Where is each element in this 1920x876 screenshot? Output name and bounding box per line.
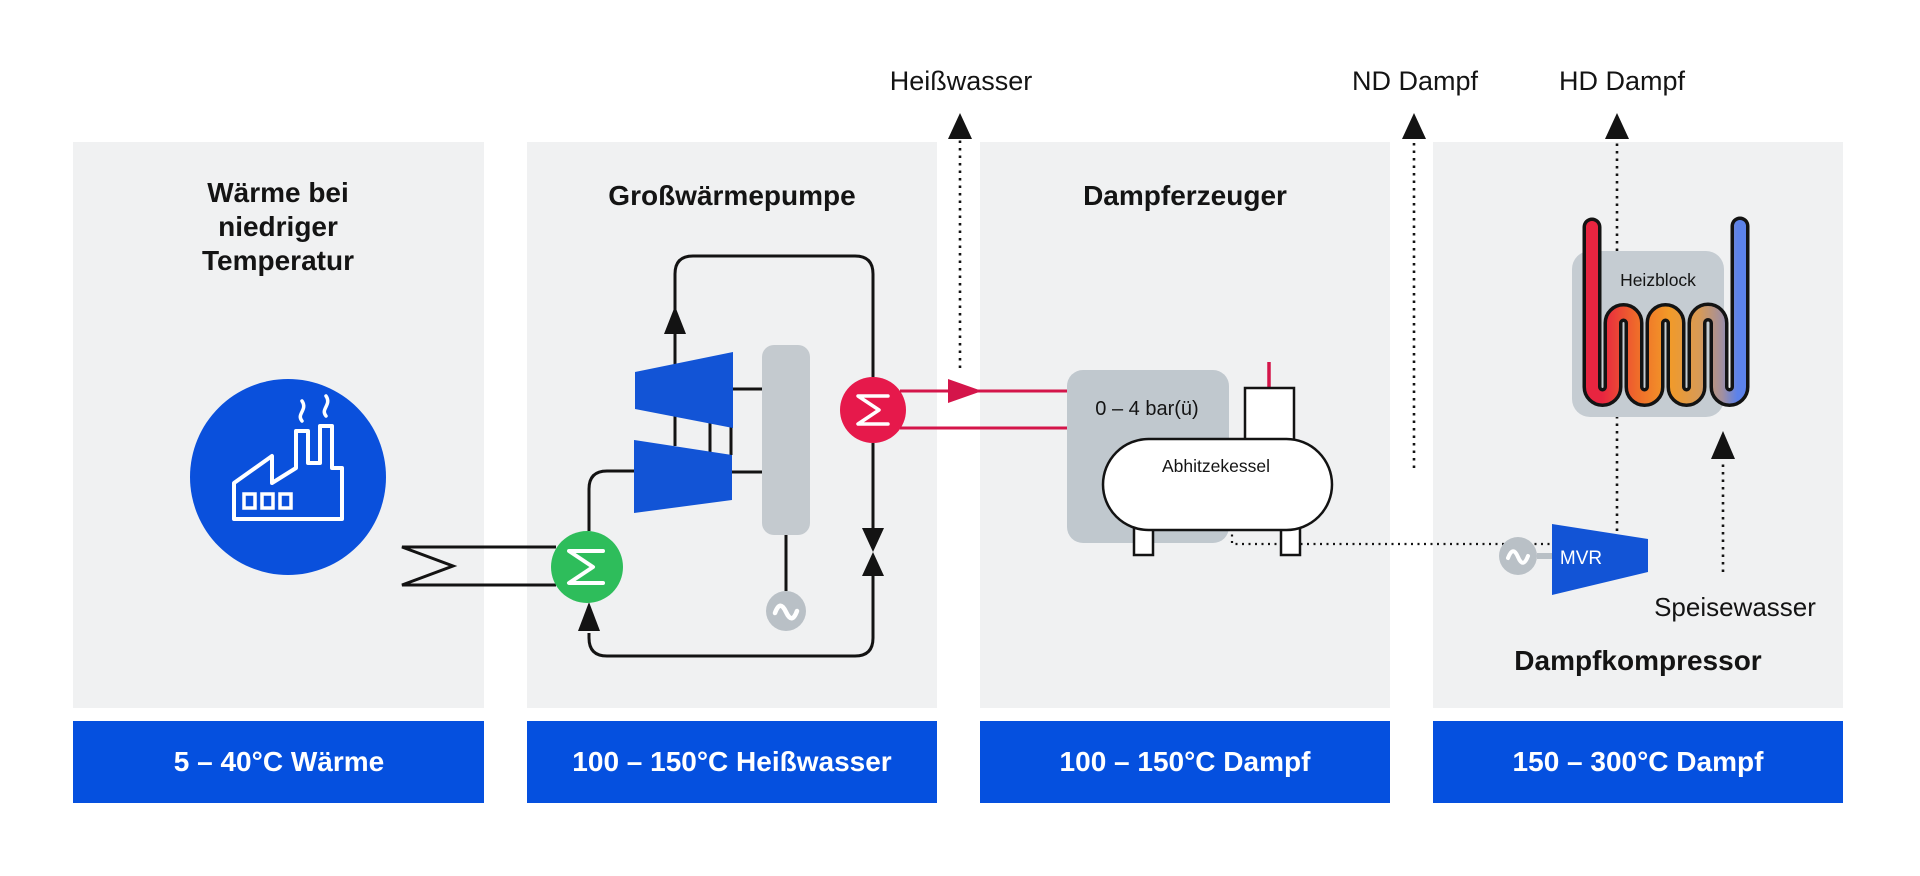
panel-1-title-line-1: Wärme bei [207,177,349,208]
panel-2-title: Großwärmepumpe [608,180,855,211]
feedwater-label: Speisewasser [1654,592,1816,622]
nd-steam-label: ND Dampf [1352,66,1479,96]
hot-water-lines [900,379,1067,430]
hot-water-label: Heißwasser [890,66,1033,96]
pressure-label: 0 – 4 bar(ü) [1095,398,1198,420]
factory-icon [190,379,386,575]
loop-evaporator-arrow-icon [578,602,600,631]
panel-1-title-line-2: niedriger [218,211,338,242]
bar-2-label: 100 – 150°C Heißwasser [572,746,892,777]
panel-4-steam-compressor: Heizblock MVR Speisewasser Dampfkompress… [1499,216,1816,676]
panel-3-steam-generator: Dampferzeuger 0 – 4 bar(ü) Abhitzekessel [1067,180,1551,557]
evaporator-icon [551,531,623,603]
panel-3-title: Dampferzeuger [1083,180,1287,211]
mvr-motor-icon [1499,537,1537,575]
temperature-bars: 5 – 40°C Wärme 100 – 150°C Heißwasser 10… [73,721,1843,803]
heater-block-label: Heizblock [1620,270,1696,290]
bar-4-label: 150 – 300°C Dampf [1513,746,1765,777]
heat-duct [401,545,556,587]
bar-3-label: 100 – 150°C Dampf [1060,746,1312,777]
mvr-label: MVR [1560,548,1602,569]
expansion-valve-icon [862,528,884,576]
mvr-compressor-icon: MVR [1499,524,1648,595]
panel-2-heat-pump: Großwärmepumpe [551,180,1067,658]
hd-steam-label: HD Dampf [1559,66,1686,96]
waste-heat-boiler-vessel [1101,437,1334,532]
panel-4-bg [1433,142,1843,708]
panel-1-title-line-3: Temperatur [202,245,354,276]
nd-steam-arrow-icon [1402,113,1426,468]
panel-4-title: Dampfkompressor [1514,645,1762,676]
bar-1 [73,721,484,803]
boiler-dome [1243,386,1296,442]
hot-water-arrow-icon [948,113,972,368]
feedwater-arrow-icon [1711,431,1735,572]
panel-1-low-temp-heat: Wärme bei niedriger Temperatur [190,177,556,587]
bar-4 [1433,721,1843,803]
hd-steam-arrow-icon [1605,113,1629,531]
top-flow-labels: Heißwasser ND Dampf HD Dampf [890,66,1686,531]
mvr-drive-line [1230,528,1551,546]
motor-icon [766,591,806,631]
compressor-stages-icon [634,352,762,513]
refrigerant-loop [578,254,884,658]
loop-up-arrow-icon [664,306,686,334]
bar-3 [980,721,1390,803]
separator-block [762,345,810,535]
heater-coil-icon [1582,216,1750,407]
hot-water-flow-arrow-icon [948,379,982,403]
bar-2 [527,721,937,803]
condenser-icon [840,377,906,443]
vessel-label: Abhitzekessel [1162,456,1270,476]
bar-1-label: 5 – 40°C Wärme [174,746,384,777]
